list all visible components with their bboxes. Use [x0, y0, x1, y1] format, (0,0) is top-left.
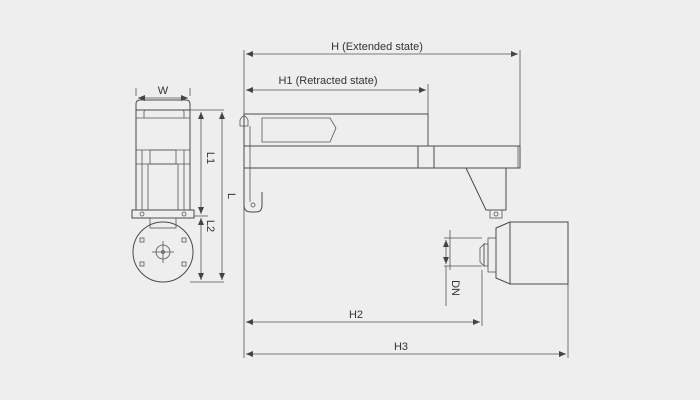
- dimension-h2-label: H2: [349, 309, 363, 321]
- dimension-h3-label: H3: [394, 341, 408, 353]
- side-view: W L1 L2 L: [131, 85, 237, 283]
- dimension-l1-label: L1: [204, 152, 216, 164]
- dimension-h1-label: H1 (Retracted state): [278, 75, 377, 87]
- dimension-dn-label: DN: [449, 280, 461, 296]
- dimension-w-label: W: [158, 85, 169, 97]
- front-view: [239, 50, 569, 358]
- front-dimensions: H (Extended state) H1 (Retracted state) …: [246, 41, 569, 358]
- dimension-l-label: L: [225, 193, 237, 199]
- dimension-l2-label: L2: [204, 220, 216, 232]
- dimension-h-label: H (Extended state): [331, 41, 423, 53]
